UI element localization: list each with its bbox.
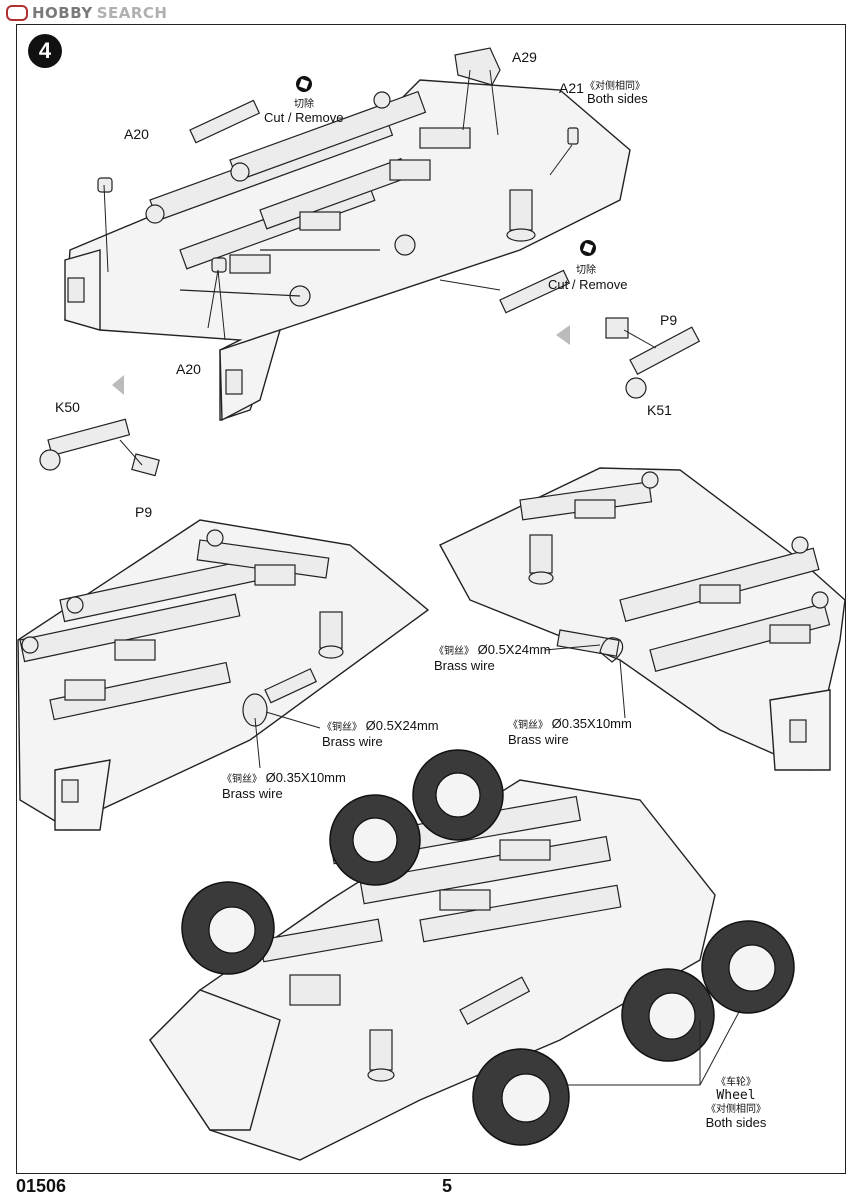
label-a20-bottom: A20 <box>176 361 201 377</box>
label-p9-left: P9 <box>135 504 153 520</box>
label-a21-cn: 《对侧相同》 <box>585 81 645 92</box>
wheel-en: Wheel <box>716 1088 756 1103</box>
label-a20-top: A20 <box>124 126 149 142</box>
wire-right-long-en: Brass wire <box>434 658 495 673</box>
label-a21-both-sides: Both sides <box>587 91 648 106</box>
step-number-badge: 4 <box>28 34 62 68</box>
label-k51: K51 <box>647 402 672 418</box>
wheel-sides-cn: 《对侧相同》 <box>706 1104 766 1115</box>
label-cut2-cn: 切除 <box>576 265 596 276</box>
cut-icon <box>580 240 596 256</box>
wire-right-short-en: Brass wire <box>508 732 569 747</box>
hobby-logo-icon <box>6 5 28 21</box>
wire-right-short: 《铜丝》 Ø0.35X10mm <box>508 716 632 733</box>
label-k50: K50 <box>55 399 80 415</box>
wire-right-long-size: Ø0.5X24mm <box>477 642 551 657</box>
wire-right-short-size: Ø0.35X10mm <box>551 716 632 731</box>
wire-right-long-cn: 《铜丝》 <box>434 646 474 657</box>
wire-right-long: 《铜丝》 Ø0.5X24mm <box>434 642 551 659</box>
bottom-wheeled-assembly <box>149 749 795 1161</box>
wire-left-long-size: Ø0.5X24mm <box>365 718 439 733</box>
cut-icon <box>296 76 312 92</box>
label-a29: A29 <box>512 49 537 65</box>
wire-left-long-cn: 《铜丝》 <box>322 722 362 733</box>
label-cut2-en: Cut / Remove <box>548 277 628 292</box>
page-frame <box>16 24 846 1174</box>
wheel-sides-en: Both sides <box>705 1115 767 1130</box>
label-cut1-cn: 切除 <box>294 99 314 110</box>
middle-left-assembly <box>17 519 430 831</box>
wheel-cn: 《车轮》 <box>716 1077 756 1088</box>
wire-left-short: 《铜丝》 Ø0.35X10mm <box>222 770 346 787</box>
product-code: 01506 <box>16 1176 67 1196</box>
wire-left-long: 《铜丝》 Ø0.5X24mm <box>322 718 439 735</box>
label-p9-right: P9 <box>660 312 678 328</box>
label-cut1-en: Cut / Remove <box>264 110 344 125</box>
middle-right-assembly <box>439 467 846 771</box>
label-a21: A21 <box>559 80 584 96</box>
wire-left-short-en: Brass wire <box>222 786 283 801</box>
watermark: HOBBY SEARCH <box>6 4 168 22</box>
wire-right-short-cn: 《铜丝》 <box>508 720 548 731</box>
top-hull-assembly <box>39 47 701 477</box>
wire-left-short-cn: 《铜丝》 <box>222 774 262 785</box>
watermark-brand: HOBBY <box>32 4 93 22</box>
wire-left-long-en: Brass wire <box>322 734 383 749</box>
watermark-search: SEARCH <box>96 4 168 22</box>
page-number: 5 <box>442 1176 453 1196</box>
wire-left-short-size: Ø0.35X10mm <box>265 770 346 785</box>
